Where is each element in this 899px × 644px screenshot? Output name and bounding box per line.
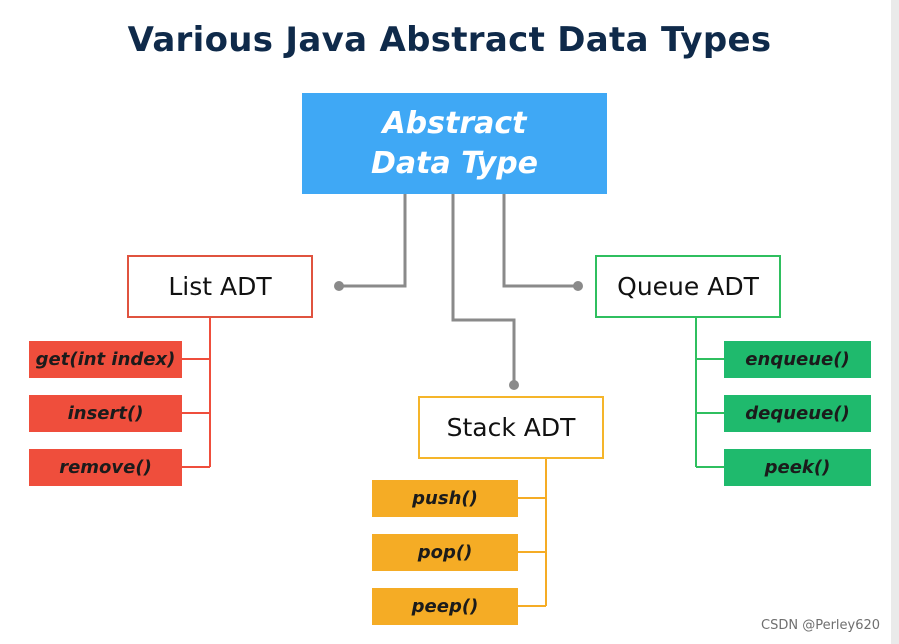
list-adt-node: List ADT <box>127 255 313 318</box>
connector-root-list <box>339 194 407 288</box>
list-op-remove: remove() <box>29 449 182 486</box>
stack-adt-node: Stack ADT <box>418 396 604 459</box>
list-op-insert: insert() <box>29 395 182 432</box>
queue-op-peek: peek() <box>724 449 871 486</box>
root-label-line-1: Abstract <box>382 105 527 141</box>
queue-op-enqueue: enqueue() <box>724 341 871 378</box>
list-op-get: get(int index) <box>29 341 182 378</box>
root-label-line-2: Data Type <box>370 145 539 181</box>
stack-op-pop: pop() <box>372 534 518 571</box>
stack-op-peep: peep() <box>372 588 518 625</box>
connector-dot-list <box>334 281 344 291</box>
connector-root-stack <box>451 194 516 385</box>
abstract-data-type-node: Abstract Data Type <box>302 93 607 194</box>
diagram-title: Various Java Abstract Data Types <box>127 20 772 60</box>
queue-adt-node: Queue ADT <box>595 255 781 318</box>
connector-dot-stack <box>509 380 519 390</box>
connector-root-queue <box>502 194 578 288</box>
image-frame-edge <box>891 0 899 644</box>
stack-op-push: push() <box>372 480 518 517</box>
queue-op-dequeue: dequeue() <box>724 395 871 432</box>
connector-dot-queue <box>573 281 583 291</box>
csdn-watermark: CSDN @Perley620 <box>761 618 881 633</box>
